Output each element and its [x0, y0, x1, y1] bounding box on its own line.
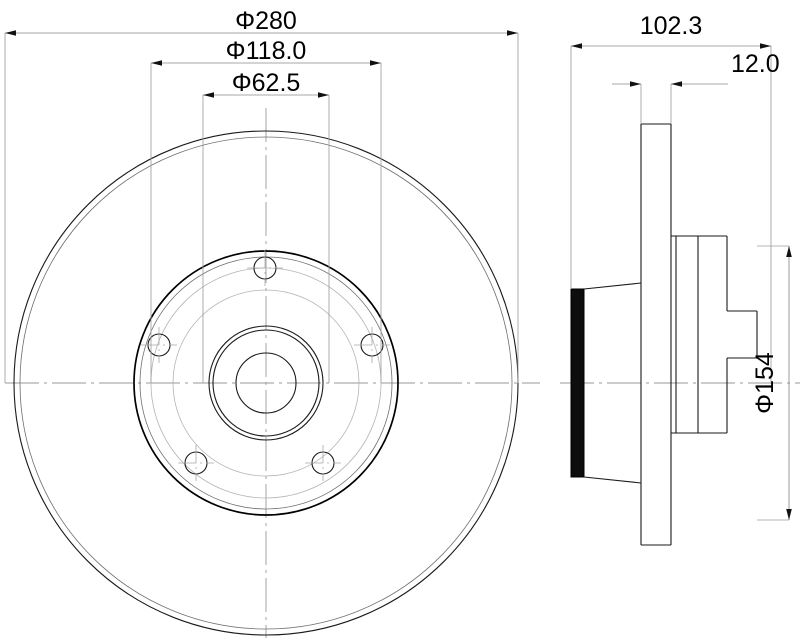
plate-bottom-connector [583, 476, 642, 484]
disc-outer-chamfer [19, 136, 513, 630]
side-section-view [560, 123, 800, 546]
dimension-label-overall-height: 102.3 [640, 12, 703, 40]
friction-ring-outer [133, 250, 399, 516]
bolt-hole [305, 445, 341, 481]
disc-plate-section [570, 288, 585, 478]
bolt-hole [178, 445, 214, 481]
hub-face-circle [172, 289, 360, 477]
bolt-hole-group [141, 250, 390, 481]
dimension-overall-height: 102.3 [570, 12, 772, 383]
dimension-hub-diameter: Φ154 [751, 245, 792, 521]
bolt-hole [247, 250, 283, 286]
bolt-hole [141, 327, 177, 363]
dimension-label-disc-thickness: 12.0 [731, 50, 780, 78]
dimension-disc-thickness: 12.0 [612, 50, 780, 124]
bolt-hole [354, 327, 390, 363]
hub-boss-inner [212, 329, 320, 437]
dimension-label-center-bore: Φ62.5 [232, 69, 301, 97]
center-bore [235, 352, 297, 414]
dimension-bolt-circle: Φ118.0 [150, 37, 382, 383]
plate-top-connector [583, 282, 642, 290]
hub-boss-outer [208, 325, 324, 441]
dimension-outer-diameter: Φ280 [4, 7, 519, 383]
dimension-group: Φ280 Φ118.0 Φ62.5 102.3 [4, 7, 792, 521]
dimension-center-bore: Φ62.5 [202, 69, 330, 383]
dimension-label-hub-diameter: Φ154 [751, 352, 779, 414]
dimension-label-outer-diameter: Φ280 [235, 7, 297, 35]
dimension-label-bolt-circle: Φ118.0 [226, 37, 307, 65]
